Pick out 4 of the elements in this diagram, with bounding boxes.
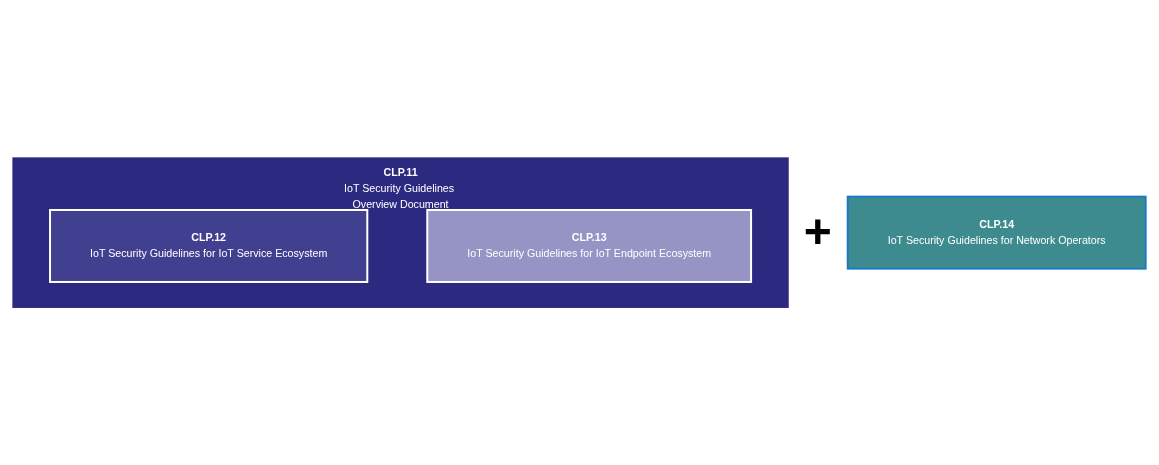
plus-sign: + (803, 208, 832, 257)
node-box: CLP.12 IoT Security Guidelines for IoT Service Ecosystem (49, 208, 369, 283)
node-box: CLP.14 IoT Security Guidelines for Network Operators (846, 195, 1147, 270)
node-box: CLP.13 IoT Security Guidelines for IoT Endpoint Ecosystem (426, 208, 753, 283)
